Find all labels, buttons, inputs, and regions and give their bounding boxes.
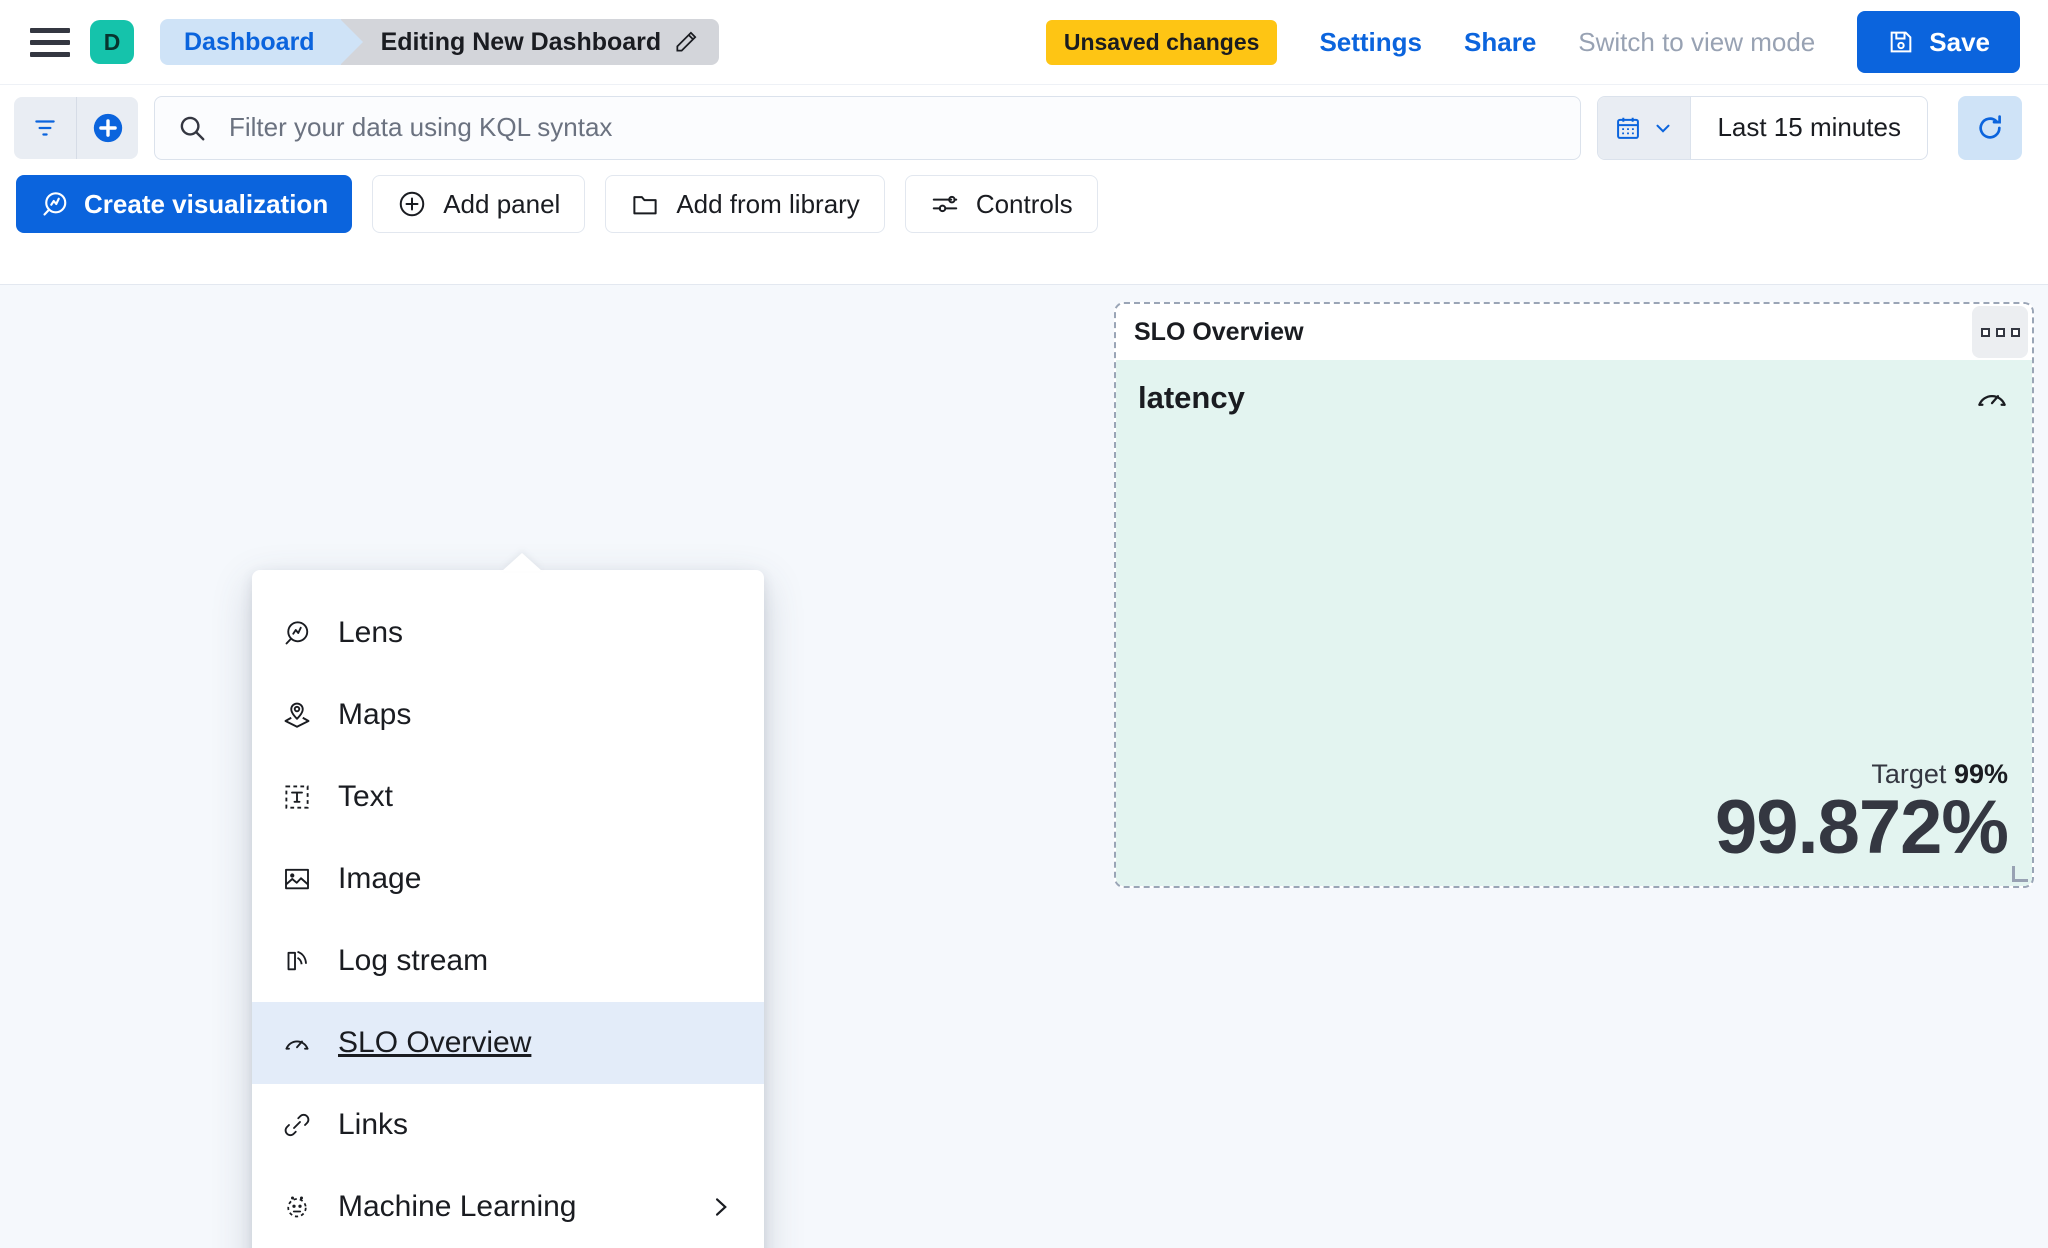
share-link[interactable]: Share [1464,26,1537,57]
slo-overview-panel[interactable]: SLO Overview latency [1114,302,2034,888]
slo-current-value: 99.872% [1714,785,2009,870]
slo-target-label: Target [1871,759,1947,789]
menu-item-label: Lens [338,616,404,649]
text-icon [282,782,312,812]
ctx-dot-1 [1980,327,1990,337]
slo-target: Target 99% [1715,759,2008,790]
machine-learning-icon [282,1192,312,1222]
pencil-icon[interactable] [673,29,699,55]
query-bar: Filter your data using KQL syntax Las [0,84,2048,170]
global-header: D Dashboard Editing New Dashboard Unsave… [0,0,2048,84]
three-dots-icon[interactable] [1972,306,2028,358]
menu-item-slo-overview[interactable]: SLO Overview [252,1002,764,1084]
breadcrumb: Dashboard Editing New Dashboard [160,19,720,65]
gauge-icon [1974,380,2010,416]
menu-item-image[interactable]: Image [252,838,764,920]
breadcrumb-editing-new-dashboard[interactable]: Editing New Dashboard [340,19,720,65]
refresh-button[interactable] [1958,95,2022,160]
controls-icon [930,189,960,219]
slo-stats: Target 99% 99.872% [1714,759,2009,870]
chevron-down-icon [1652,117,1674,139]
menu-item-maps[interactable]: Maps [252,674,764,756]
add-panel-label: Add panel [443,188,561,219]
gauge-icon [282,1028,312,1058]
menu-item-label: Machine Learning [338,1190,577,1223]
panel-resize-handle[interactable] [2012,866,2028,882]
breadcrumb-current-label: Editing New Dashboard [380,27,662,56]
calendar-icon [1614,114,1642,142]
controls-button[interactable]: Controls [904,175,1098,233]
lens-icon [40,189,70,219]
menu-item-label: SLO Overview [338,1026,532,1059]
lens-icon [282,618,312,648]
create-visualization-button[interactable]: Create visualization [16,175,353,233]
image-icon [282,864,312,894]
breadcrumb-dashboard[interactable]: Dashboard [160,19,363,65]
panel-title: SLO Overview [1134,317,1304,346]
panel-header: SLO Overview [1116,304,2032,360]
settings-link[interactable]: Settings [1319,26,1423,57]
add-from-library-label: Add from library [676,188,860,219]
add-filter-button[interactable] [76,96,138,159]
menu-item-lens[interactable]: Lens [252,592,764,674]
link-icon [282,1110,312,1140]
search-icon [177,113,207,143]
menu-item-label: Maps [338,698,412,731]
menu-item-label: Text [338,780,394,813]
switch-to-view-mode-link[interactable]: Switch to view mode [1578,26,1816,57]
calendar-dropdown-button[interactable] [1598,96,1692,159]
plus-circle-icon [397,189,427,219]
search-input[interactable]: Filter your data using KQL syntax [154,95,1582,160]
menu-item-label: Links [338,1108,409,1141]
space-avatar[interactable]: D [90,20,134,64]
hamburger-icon[interactable] [30,24,72,60]
dashboard-canvas: SLO Overview latency [0,284,2048,1248]
dashboard-edit-toolbar: Create visualization Add panel Add from … [0,170,2048,238]
add-from-library-button[interactable]: Add from library [605,175,885,233]
menu-item-text[interactable]: Text [252,756,764,838]
ctx-dot-3 [2010,327,2020,337]
menu-item-label: Log stream [338,944,489,977]
menu-item-links[interactable]: Links [252,1084,764,1166]
save-disk-icon [1887,28,1915,56]
folder-icon [630,189,660,219]
menu-item-log-stream[interactable]: Log stream [252,920,764,1002]
save-button-label: Save [1929,26,1990,57]
date-range-picker: Last 15 minutes [1597,95,1928,160]
log-stream-icon [282,946,312,976]
filter-button-group [14,96,138,159]
ctx-dot-2 [1995,327,2005,337]
search-input-placeholder: Filter your data using KQL syntax [229,112,613,142]
create-visualization-label: Create visualization [84,188,329,219]
status-badge-unsaved[interactable]: Unsaved changes [1045,19,1278,65]
save-button[interactable]: Save [1857,11,2020,73]
chevron-right-icon [706,1193,734,1221]
slo-panel-body: latency Target 99% 99.872% [1116,360,2032,886]
add-panel-menu: Lens Maps [252,553,764,1248]
slo-target-value: 99% [1953,759,2008,789]
slo-name: latency [1138,380,1245,415]
maps-icon [282,700,312,730]
controls-label: Controls [975,188,1073,219]
menu-item-machine-learning[interactable]: Machine Learning [252,1166,764,1248]
add-panel-button[interactable]: Add panel [372,175,586,233]
menu-item-label: Image [338,862,422,895]
time-range-value[interactable]: Last 15 minutes [1717,112,1901,142]
popover-arrow [502,553,542,571]
filter-icon[interactable] [14,97,76,159]
